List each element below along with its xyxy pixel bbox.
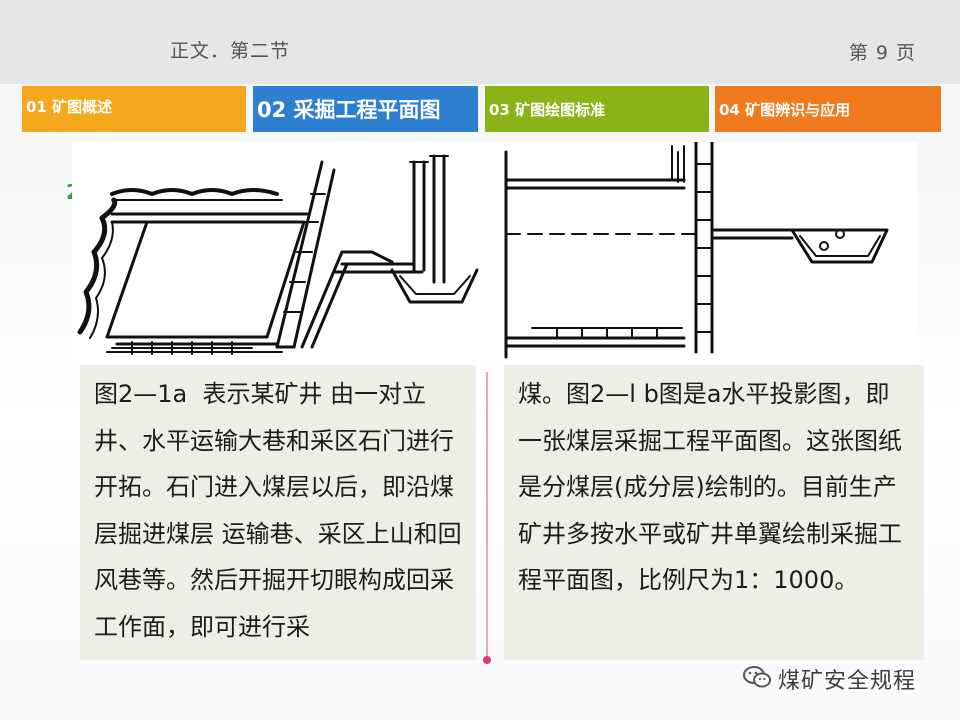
divider-dot (483, 656, 491, 664)
left-text-panel: 图2—1a 表示某矿井 由一对立井、水平运输大巷和采区石门进行开拓。石门进入煤层… (80, 365, 476, 660)
section-title: 正文．第二节 (170, 40, 291, 62)
section-tabs: 01 矿图概述 02 采掘工程平面图 03 矿图绘图标准 04 矿图辨识与应用 (22, 86, 942, 134)
mine-diagram-svg (77, 142, 889, 359)
tab-mining-plan[interactable]: 02 采掘工程平面图 (253, 86, 478, 132)
tab-drawing-standards[interactable]: 03 矿图绘图标准 (485, 86, 709, 132)
left-paragraph: 图2—1a 表示某矿井 由一对立井、水平运输大巷和采区石门进行开拓。石门进入煤层… (94, 380, 462, 641)
right-paragraph: 煤。图2—l b图是a水平投影图，即一张煤层采掘工程平面图。这张图纸是分煤层(成… (518, 380, 902, 594)
tab-overview[interactable]: 01 矿图概述 (22, 86, 246, 132)
watermark: 煤矿安全规程 (742, 663, 916, 695)
header-band (0, 0, 960, 84)
tab-identification[interactable]: 04 矿图辨识与应用 (715, 86, 941, 132)
page-number: 第 9 页 (848, 42, 916, 64)
column-divider (486, 372, 488, 662)
watermark-text: 煤矿安全规程 (778, 669, 917, 694)
wechat-icon (742, 664, 772, 694)
mine-diagram (72, 142, 918, 364)
right-text-panel: 煤。图2—l b图是a水平投影图，即一张煤层采掘工程平面图。这张图纸是分煤层(成… (504, 365, 924, 660)
